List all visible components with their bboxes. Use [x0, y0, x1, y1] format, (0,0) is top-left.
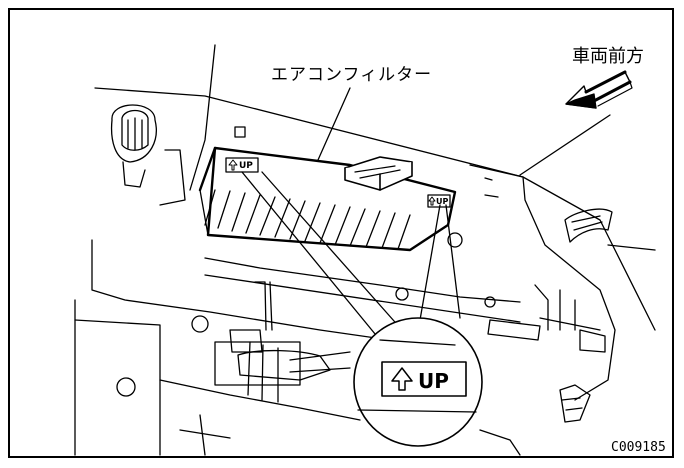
front-direction-arrow-icon	[565, 70, 633, 109]
clip-fastener	[110, 104, 186, 206]
air-filter-label: エアコンフィルター	[271, 65, 433, 85]
lower-mechanism	[214, 208, 613, 423]
up-arrow-icon	[391, 367, 413, 391]
up-marker-text-small-left: UP	[239, 161, 253, 171]
leader-lines	[241, 87, 461, 341]
figure-frame	[8, 8, 674, 458]
housing-outline	[74, 44, 656, 456]
up-marker-text-large: UP	[418, 369, 449, 393]
figure-code: C009185	[611, 440, 666, 455]
up-badge-large	[381, 361, 467, 397]
filter-tab-icon	[344, 156, 413, 191]
vehicle-front-label: 車両前方	[572, 46, 644, 67]
up-marker-text-small-right: UP	[436, 197, 449, 206]
